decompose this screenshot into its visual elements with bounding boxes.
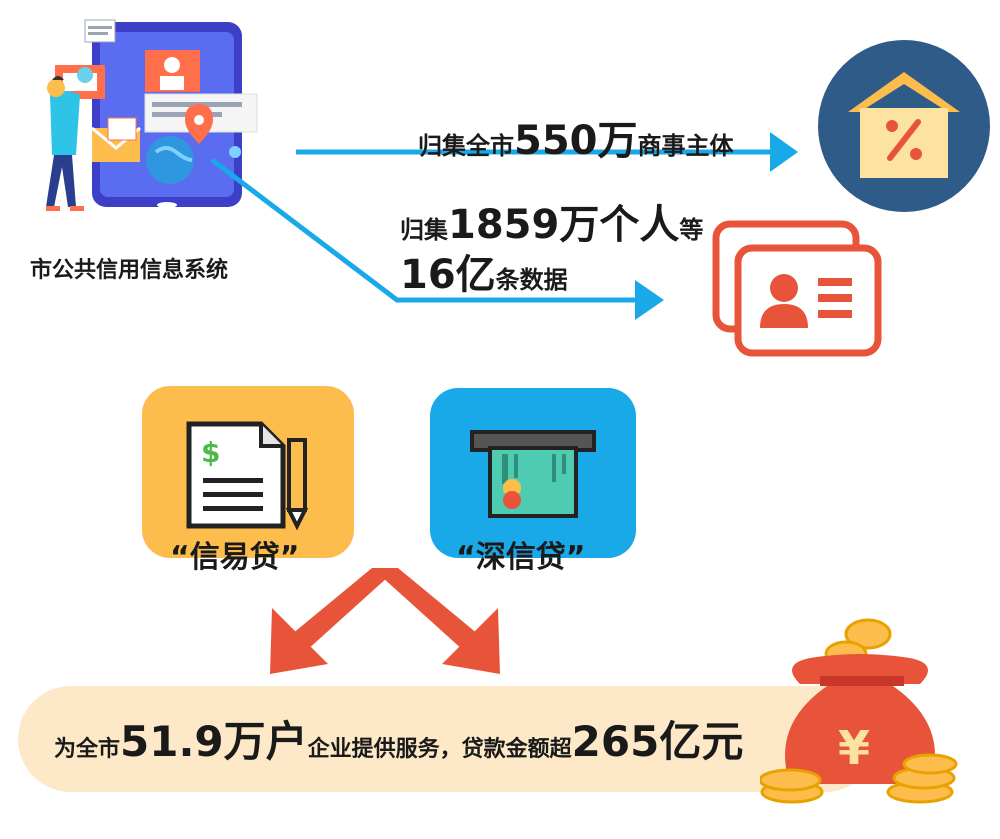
flow2-text-line2: 16亿条数据 — [400, 242, 568, 300]
summary-number2: 265亿元 — [571, 717, 744, 766]
flow2-suffix2: 条数据 — [495, 266, 568, 294]
summary-number1: 51.9万户 — [120, 717, 308, 766]
red-diverging-arrows — [270, 568, 500, 674]
summary-text: 为全市51.9万户企业提供服务，贷款金额超265亿元 — [54, 708, 743, 769]
product-label-shenxindai: “深信贷” — [456, 540, 586, 575]
flow1-suffix: 商事主体 — [637, 132, 734, 160]
atm-card-icon — [470, 430, 596, 518]
flow1-prefix: 归集全市 — [418, 132, 514, 160]
summary-middle: 企业提供服务，贷款金额超 — [307, 737, 572, 762]
svg-text:¥: ¥ — [838, 721, 870, 775]
source-system-label: 市公共信用信息系统 — [30, 258, 229, 283]
summary-prefix: 为全市 — [54, 737, 121, 762]
flow2-text-line1: 归集1859万个人等 — [400, 192, 703, 250]
summary-banner — [18, 686, 878, 792]
flow1-text: 归集全市550万商事主体 — [418, 108, 734, 166]
flow2-suffix: 等 — [679, 216, 704, 244]
product-label-xinyidai: “信易贷” — [170, 540, 300, 575]
money-bag-icon: ¥ — [760, 618, 958, 804]
svg-text:$: $ — [201, 436, 220, 469]
house-percent-icon — [818, 40, 990, 212]
phone-network-icon — [46, 19, 258, 211]
flow1-number: 550万 — [514, 118, 638, 164]
flow2-prefix: 归集 — [400, 216, 448, 244]
flow2-number2: 16亿 — [400, 252, 496, 298]
flow2-number: 1859万个人 — [448, 202, 680, 248]
id-card-icon — [712, 220, 882, 357]
document-pen-icon: $ — [186, 421, 309, 530]
